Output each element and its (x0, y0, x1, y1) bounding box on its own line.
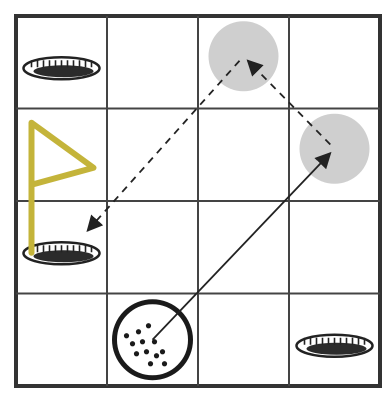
ball-dimple (136, 329, 141, 334)
ball-dimple (146, 323, 151, 328)
ball-dimple (152, 339, 157, 344)
ball-dimple (130, 341, 135, 346)
ball-dimple (134, 351, 139, 356)
ball-dimple (148, 361, 153, 366)
hole-icon (24, 57, 100, 79)
bounce-spot (209, 21, 279, 91)
ball-dimple (144, 349, 149, 354)
ball-dimple (124, 333, 129, 338)
ball-dimple (140, 339, 145, 344)
hole-icon (297, 335, 373, 357)
ball-dimple (154, 353, 159, 358)
hole-icon (24, 242, 100, 264)
ball-dimple (160, 349, 165, 354)
ball-dimple (162, 361, 167, 366)
